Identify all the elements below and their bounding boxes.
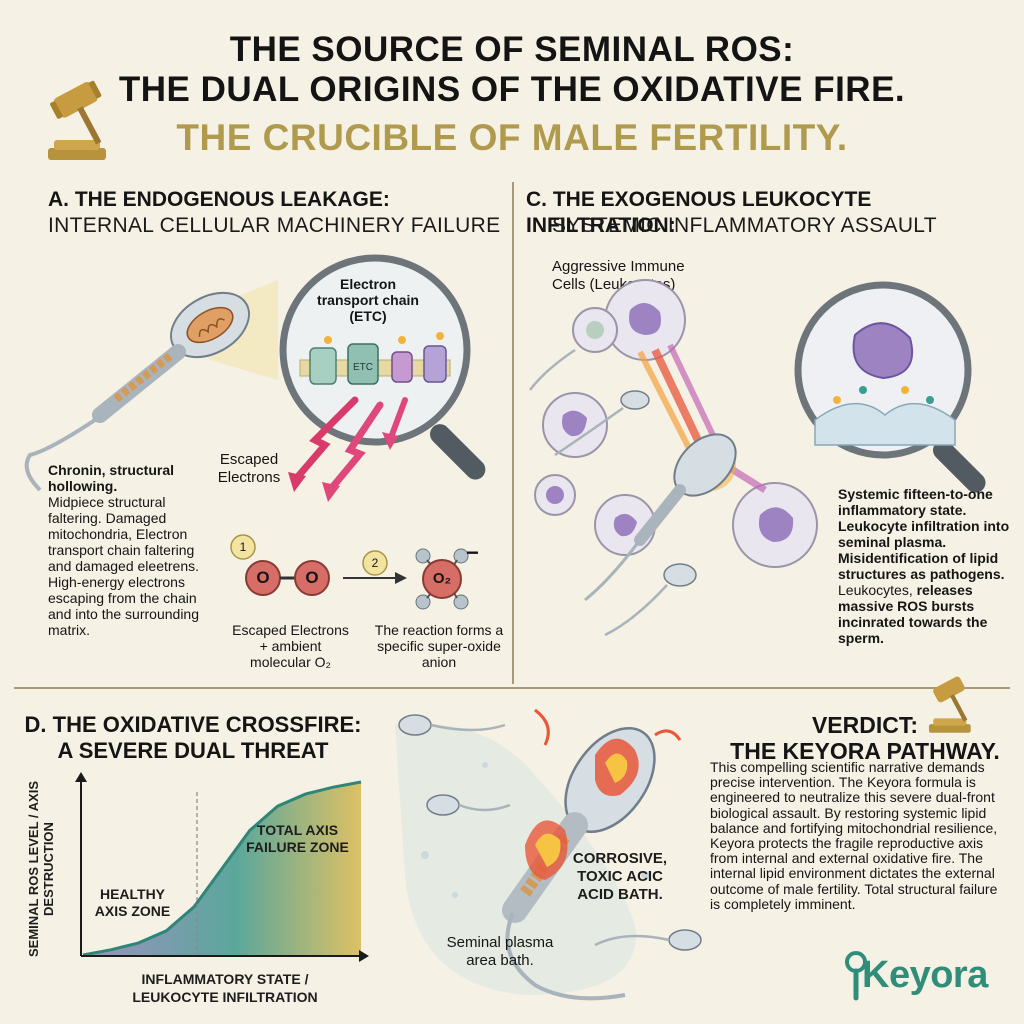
- step2-badge: [362, 550, 388, 576]
- panel-c-side-bold: Systemic fifteen-to-one inflammatory sta…: [838, 486, 1010, 582]
- escaped-electrons-label: Escaped Electrons: [217, 451, 281, 486]
- sperm-cell: [620, 390, 650, 410]
- panel-a-heading: A. THE ENDOGENOUS LEAKAGE:: [48, 188, 390, 211]
- panel-a-side-body: Midpiece structural faltering. Damaged m…: [48, 494, 199, 638]
- step1-number: 1: [239, 540, 247, 554]
- etc-label: Electron transport chain (ETC): [317, 276, 419, 324]
- magnifier-handle: [430, 424, 486, 480]
- y-axis-arrow: [75, 772, 87, 782]
- panel-c-side-body: Leukocytes, releases massive ROS bursts …: [838, 582, 1014, 646]
- x-axis-label: INFLAMMATORY STATE / LEUKOCYTE INFILTRAT…: [132, 971, 318, 1005]
- gavel-icon: [30, 70, 130, 170]
- step2-caption: The reaction forms a specific super-oxid…: [374, 622, 504, 670]
- panel-a-side-text: Chronin, structural hollowing. Midpiece …: [48, 462, 216, 638]
- panel-c-illustration: [529, 279, 986, 637]
- panel-c-heading: C. THE EXOGENOUS LEUKOCYTE INFILTRATION:: [526, 188, 872, 237]
- superoxide-atom: [422, 559, 462, 599]
- healthy-zone-label: HEALTHY AXIS ZONE: [94, 886, 171, 919]
- panel-c-subheading: SYSTEMIC INFLAMMATORY ASSAULT: [552, 214, 937, 237]
- y-axis-label: SEMINAL ROS LEVEL / AXIS DESTRUCTION: [26, 781, 56, 958]
- o-atom-left-label: O: [256, 568, 270, 587]
- step1-badge: [230, 534, 256, 560]
- subtitle: THE CRUCIBLE OF MALE FERTILITY.: [176, 117, 848, 158]
- verdict-heading-line-2: THE KEYORA PATHWAY.: [730, 738, 1000, 764]
- horizontal-divider: [14, 687, 1010, 689]
- o-atom-right: [294, 560, 330, 596]
- reaction-diagram: [230, 534, 469, 610]
- plasma-label: Seminal plasma area bath.: [446, 934, 554, 969]
- panel-a-side-bold: Chronin, structural hollowing.: [48, 462, 175, 494]
- panel-c-side-text: Systemic fifteen-to-one inflammatory sta…: [838, 486, 1014, 646]
- sperm-cell: [663, 563, 697, 587]
- keyora-logo-mark: [845, 951, 867, 1001]
- panel-c-side-lead: Leukocytes,: [838, 582, 913, 598]
- sperm-cell: [426, 794, 460, 816]
- sperm-cell: [668, 929, 702, 951]
- magnifier-handle: [933, 440, 986, 493]
- failure-zone-label: TOTAL AXIS FAILURE ZONE: [246, 822, 349, 855]
- title-line-1: THE SOURCE OF SEMINAL ROS:: [229, 30, 795, 69]
- panel-a-subheading: INTERNAL CELLULAR MACHINERY FAILURE: [48, 214, 501, 237]
- o2-label: O₂: [432, 570, 452, 587]
- x-axis-arrow: [359, 950, 369, 962]
- crossfire-illustration: [395, 708, 702, 1001]
- keyora-logo-text: Keyora: [862, 954, 988, 996]
- step1-caption: Escaped Electrons + ambient molecular O₂: [232, 622, 349, 670]
- panel-c-side-bold-2: releases massive ROS bursts incinrated t…: [838, 582, 988, 646]
- verdict-body: This compelling scientific narrative dem…: [710, 759, 998, 912]
- step2-number: 2: [371, 556, 379, 570]
- panel-d-heading-line-2: A SEVERE DUAL THREAT: [57, 738, 329, 763]
- panel-a-illustration: ETC: [24, 254, 486, 502]
- etc-box-label: ETC: [353, 362, 373, 373]
- title-line-2: THE DUAL ORIGINS OF THE OXIDATIVE FIRE.: [118, 70, 906, 109]
- o2-charge: −: [466, 540, 479, 565]
- panel-d-heading-line-1: D. THE OXIDATIVE CROSSFIRE:: [24, 712, 362, 737]
- verdict-heading-line-1: VERDICT:: [811, 712, 919, 738]
- sperm-cell: [398, 714, 432, 736]
- vertical-divider: [512, 182, 514, 684]
- gavel-icon: [916, 668, 988, 740]
- crossfire-chart: [75, 772, 369, 962]
- corrosive-label: CORROSIVE, TOXIC ACIC ACID BATH.: [572, 850, 668, 903]
- line-series: [82, 780, 362, 957]
- o-atom-right-label: O: [305, 568, 319, 587]
- keyora-logo: Keyora: [842, 948, 1012, 1004]
